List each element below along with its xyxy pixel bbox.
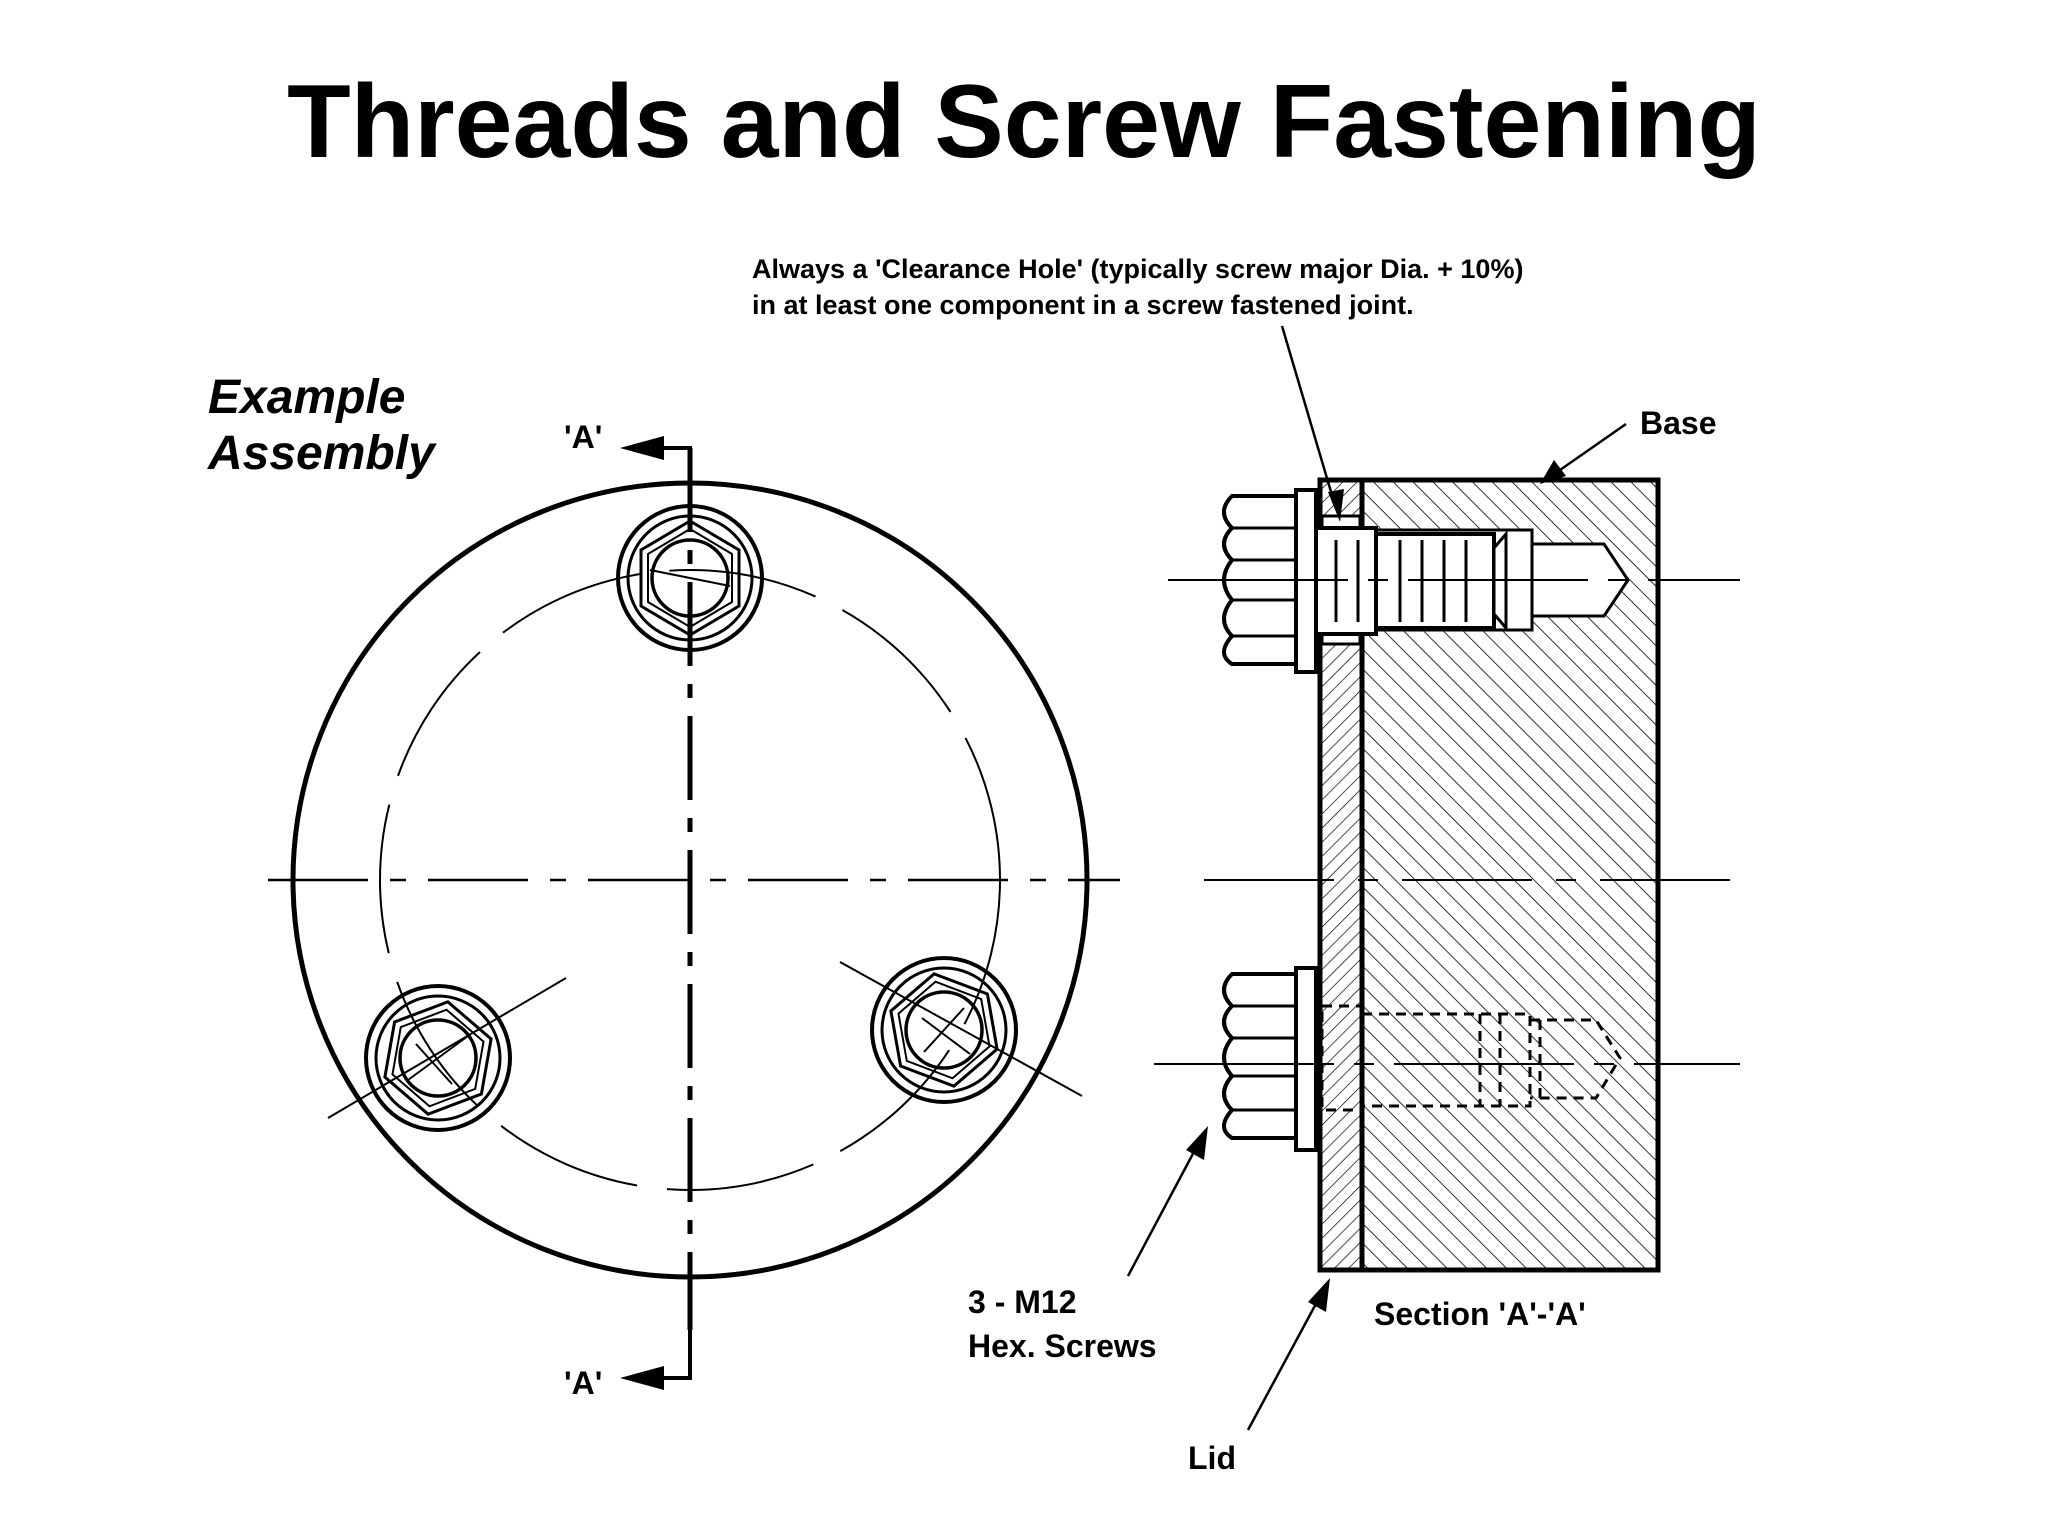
clearance-note-line1: Always a 'Clearance Hole' (typically scr…: [752, 254, 1524, 284]
section-arrowhead-top: [620, 436, 664, 460]
lid-callout-label: Lid: [1188, 1440, 1236, 1476]
section-arrowhead-bottom: [620, 1366, 664, 1390]
screw-bottom-section: [1222, 966, 1622, 1152]
screw-head-bottom-left: [364, 984, 512, 1132]
section-aa-label: Section 'A'-'A': [1374, 1296, 1586, 1332]
clearance-note-leader: [1280, 325, 1336, 503]
screw-head-bottom-right: [870, 956, 1018, 1104]
screw-head-top: [616, 504, 764, 652]
example-assembly-label-line2: Assembly: [208, 427, 435, 480]
base-arrowhead: [1540, 460, 1566, 484]
screw-axis-bottom-right: [839, 961, 1083, 1097]
leader-lines: [1126, 325, 1627, 1431]
section-arrow-bottom: [640, 1320, 692, 1380]
screws-callout-label-line1: 3 - M12: [968, 1284, 1077, 1320]
screws-leader: [1126, 1147, 1198, 1277]
section-marker-bottom-label: 'A': [564, 1365, 603, 1401]
screws-callout-label-line2: Hex. Screws: [968, 1328, 1157, 1364]
slide-title: Threads and Screw Fastening: [287, 64, 1761, 180]
screw-axis-bottom-left: [327, 977, 567, 1119]
base-leader: [1559, 422, 1627, 472]
clearance-note-line2: in at least one component in a screw fas…: [752, 290, 1414, 320]
screws-arrowhead: [1186, 1126, 1208, 1160]
section-marker-top-label: 'A': [564, 419, 603, 455]
example-assembly-label-line1: Example: [208, 371, 406, 424]
plan-view: [268, 436, 1120, 1390]
clearance-note-arrowhead: [1328, 489, 1344, 522]
lid-leader: [1246, 1299, 1320, 1431]
lid-arrowhead: [1308, 1278, 1330, 1312]
base-callout-label: Base: [1640, 405, 1717, 441]
section-view: [1154, 477, 1740, 1273]
